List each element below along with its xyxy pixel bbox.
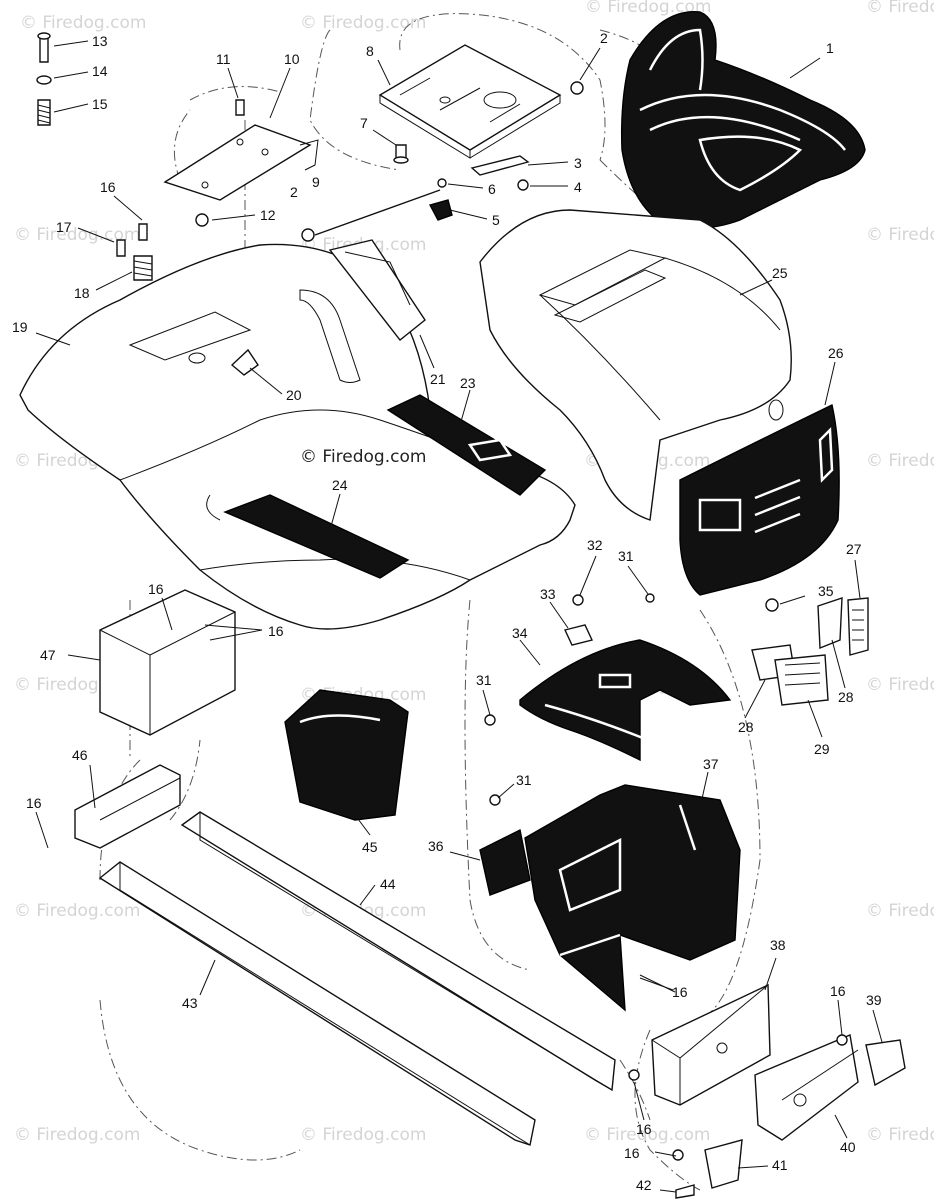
foot-mats (223, 394, 547, 579)
callout-36: 36 (428, 838, 444, 854)
dash-panel (519, 639, 732, 762)
callout-7: 7 (360, 115, 368, 131)
callout-41: 41 (772, 1157, 788, 1173)
callout-13: 13 (92, 33, 108, 49)
decal-strip (328, 239, 426, 341)
headlight-parts (751, 597, 869, 706)
leader-lines (35, 40, 883, 1193)
callout-labels: 1 2 3 4 5 6 7 8 9 11 10 12 13 14 15 16 2… (12, 30, 882, 1193)
hardware-small (36, 32, 584, 281)
callout-17: 17 (56, 219, 72, 235)
dash-hardware (484, 593, 655, 806)
callout-44: 44 (380, 876, 396, 892)
callout-6: 6 (488, 181, 496, 197)
callout-14: 14 (92, 63, 108, 79)
side-bracket (99, 589, 236, 736)
callout-12: 12 (260, 207, 276, 223)
callout-32: 32 (587, 537, 603, 553)
callout-25: 25 (772, 265, 788, 281)
callout-46: 46 (72, 747, 88, 763)
watermark: © Firedog.com (585, 0, 711, 17)
callout-42: 42 (636, 1177, 652, 1193)
callout-16-e: 16 (672, 984, 688, 1000)
callout-1: 1 (826, 40, 834, 56)
callout-10: 10 (284, 51, 300, 67)
callout-11: 11 (216, 51, 231, 67)
frame-rails (98, 811, 616, 1146)
callout-45: 45 (362, 839, 378, 855)
callout-31-mid: 31 (476, 672, 492, 688)
callout-24: 24 (332, 477, 348, 493)
seat-bracket (163, 124, 319, 201)
watermark: © Firedog.com (866, 225, 934, 245)
callout-19: 19 (12, 319, 28, 335)
rear-bracket (74, 764, 181, 849)
callout-27: 27 (846, 541, 862, 557)
callout-8: 8 (366, 43, 374, 59)
watermark: © Firedog.com (866, 451, 934, 471)
center-watermark: © Firedog.com (300, 447, 426, 467)
seat (620, 11, 866, 229)
front-brackets (628, 983, 906, 1199)
callout-16-f: 16 (830, 983, 846, 999)
assembly-lines (99, 13, 761, 1191)
callout-38: 38 (770, 937, 786, 953)
callout-21: 21 (430, 371, 446, 387)
callout-28-right: 28 (838, 689, 854, 705)
callout-9: 9 (312, 174, 320, 190)
callout-2-lower: 2 (290, 184, 298, 200)
callout-16-g: 16 (636, 1121, 652, 1137)
callout-29: 29 (814, 741, 830, 757)
watermark: © Firedog.com (300, 1125, 426, 1145)
callout-31-low: 31 (516, 772, 532, 788)
callout-18: 18 (74, 285, 90, 301)
watermark: © Firedog.com (866, 901, 934, 921)
callout-26: 26 (828, 345, 844, 361)
callout-34: 34 (512, 625, 528, 641)
watermark: © Firedog.com (300, 13, 426, 33)
watermark: © Firedog.com (584, 1125, 710, 1145)
callout-20: 20 (286, 387, 302, 403)
callout-5: 5 (492, 212, 500, 228)
callout-3: 3 (574, 155, 582, 171)
watermark: © Firedog.com (14, 1125, 140, 1145)
callout-31: 31 (618, 548, 634, 564)
callout-23: 23 (460, 375, 476, 391)
watermark: © Firedog.com (866, 1125, 934, 1145)
watermark: © Firedog.com (866, 0, 934, 17)
seat-pan (378, 44, 562, 159)
callout-4: 4 (574, 179, 582, 195)
callout-16-c: 16 (268, 623, 284, 639)
watermark: © Firedog.com (14, 901, 140, 921)
watermark: © Firedog.com (20, 13, 146, 33)
battery-tray (284, 689, 409, 821)
callout-40: 40 (840, 1139, 856, 1155)
callout-37: 37 (703, 756, 719, 772)
callout-35: 35 (818, 583, 834, 599)
callout-28: 28 (738, 719, 754, 735)
callout-2: 2 (600, 30, 608, 46)
callout-16-d: 16 (26, 795, 42, 811)
lower-console (479, 784, 741, 1012)
callout-43: 43 (182, 995, 198, 1011)
callout-16-h: 16 (624, 1145, 640, 1161)
callout-33: 33 (540, 586, 556, 602)
watermark: © Firedog.com (866, 675, 934, 695)
grille (679, 403, 840, 596)
callout-16-b: 16 (148, 581, 164, 597)
callout-15: 15 (92, 96, 108, 112)
fender-deck (19, 243, 576, 630)
callout-16: 16 (100, 179, 116, 195)
callout-47: 47 (40, 647, 56, 663)
hood (479, 209, 792, 521)
callout-39: 39 (866, 992, 882, 1008)
